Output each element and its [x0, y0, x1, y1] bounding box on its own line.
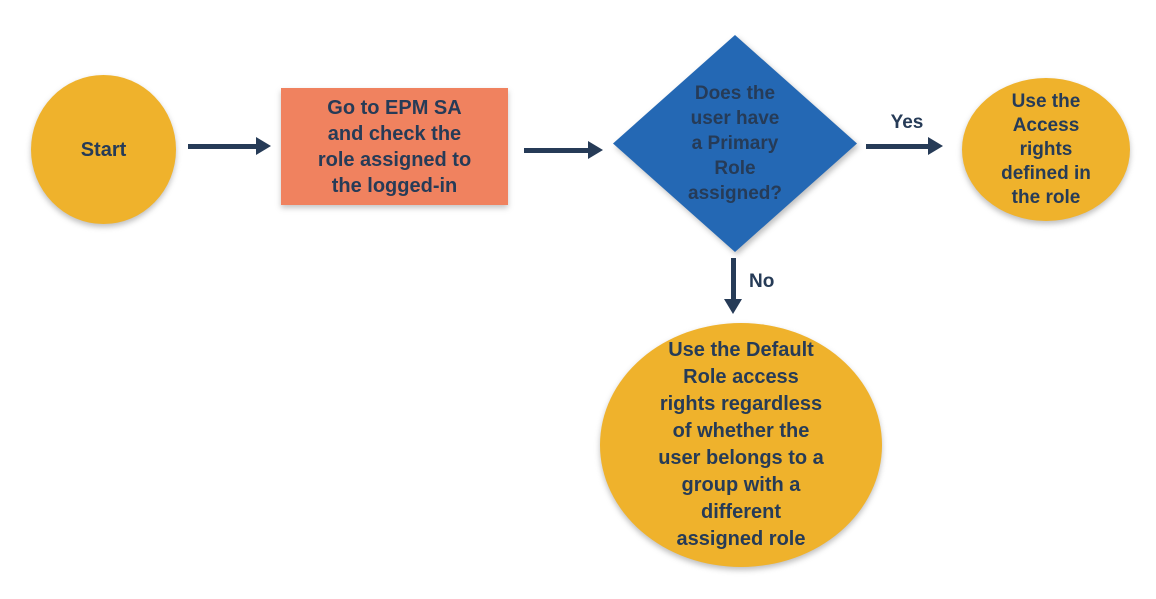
- start-node-label: Start: [80, 138, 127, 161]
- outcome-yes-node-label: Use the Access rights defined in the rol…: [1001, 90, 1091, 208]
- decision-node-label: Does the user have a Primary Role assign…: [688, 83, 782, 204]
- arrow-start-to-process: [188, 144, 258, 149]
- arrow-process-to-decision-head: [588, 141, 603, 159]
- arrow-decision-to-yes: [866, 144, 930, 149]
- arrow-decision-to-no: [731, 258, 736, 300]
- decision-node: Does the user have a Primary Role assign…: [613, 35, 857, 252]
- process-node: Go to EPM SA and check the role assigned…: [281, 88, 508, 205]
- outcome-no-node-label: Use the Default Role access rights regar…: [658, 339, 824, 550]
- arrow-decision-to-no-head: [724, 299, 742, 314]
- outcome-yes-node: Use the Access rights defined in the rol…: [962, 78, 1130, 221]
- outcome-no-node: Use the Default Role access rights regar…: [600, 323, 882, 567]
- arrow-start-to-process-head: [256, 137, 271, 155]
- start-node: Start: [31, 75, 176, 224]
- decision-node-shape: Does the user have a Primary Role assign…: [613, 35, 857, 252]
- arrow-process-to-decision: [524, 148, 590, 153]
- no-edge-label: No: [749, 271, 775, 292]
- arrow-decision-to-yes-head: [928, 137, 943, 155]
- yes-edge-label: Yes: [890, 112, 924, 133]
- process-node-label: Go to EPM SA and check the role assigned…: [317, 96, 472, 197]
